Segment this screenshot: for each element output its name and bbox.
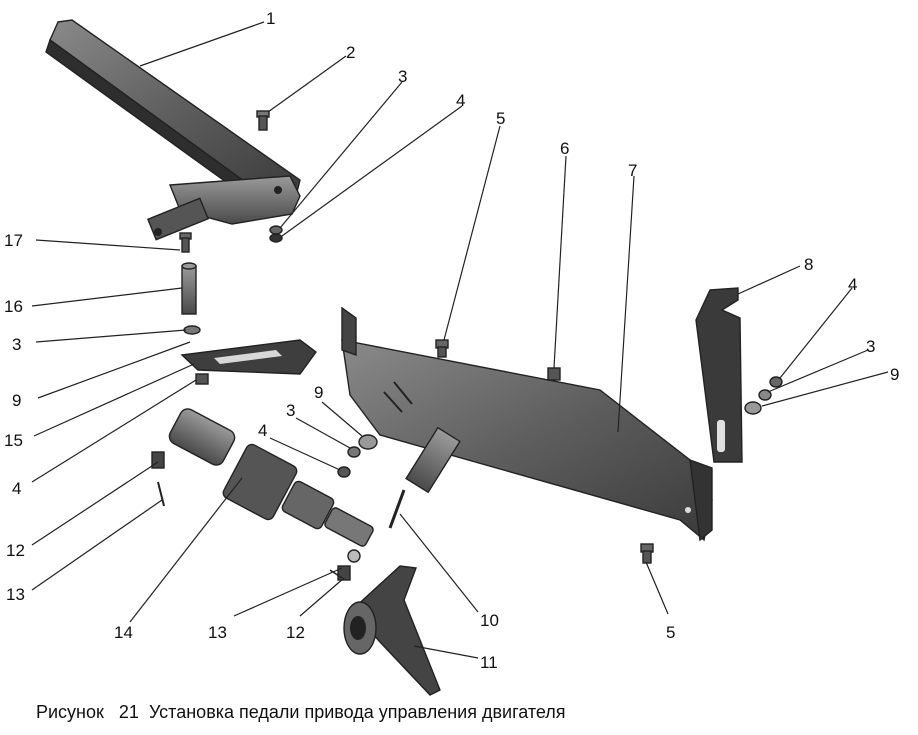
callout-7: 7 (628, 161, 637, 180)
bracket-part (341, 306, 713, 542)
callout-10: 10 (480, 611, 499, 630)
pedal-part (45, 19, 301, 241)
lever-part (343, 565, 441, 696)
slotted-plate-part (180, 339, 317, 375)
bolt-part (256, 110, 270, 131)
figure-caption: Рисунок 21 Установка педали привода упра… (36, 702, 566, 723)
leader-lines (31, 21, 889, 659)
callout-6: 6 (560, 139, 569, 158)
callout-4: 4 (456, 91, 465, 110)
caption-text: Установка педали привода управления двиг… (148, 702, 566, 722)
l-bracket-part (695, 287, 743, 463)
callout-14: 14 (114, 623, 133, 642)
plug-part (151, 451, 165, 469)
callout-9: 9 (12, 391, 21, 410)
callout-13: 13 (208, 623, 227, 642)
washer-part (269, 225, 283, 243)
callout-15: 15 (4, 431, 23, 450)
callout-2: 2 (346, 43, 355, 62)
callout-13: 13 (6, 585, 25, 604)
callout-4: 4 (258, 421, 267, 440)
callout-5: 5 (496, 109, 505, 128)
callout-3: 3 (12, 335, 21, 354)
callout-3: 3 (286, 401, 295, 420)
callout-12: 12 (6, 541, 25, 560)
nut-part (195, 373, 209, 385)
callout-8: 8 (804, 255, 813, 274)
washer-part (337, 434, 378, 478)
callout-9: 9 (314, 383, 323, 402)
pin-part (157, 481, 165, 507)
valve-part (168, 408, 374, 563)
nut-part (547, 367, 561, 381)
callout-9: 9 (890, 365, 899, 384)
bolt-part (435, 339, 449, 358)
callout-4: 4 (848, 275, 857, 294)
callout-3: 3 (398, 67, 407, 86)
pin-part (179, 232, 192, 253)
washer-part (183, 325, 201, 335)
callout-3: 3 (866, 337, 875, 356)
callout-17: 17 (4, 231, 23, 250)
bolt-part (640, 543, 654, 564)
shaft-part (181, 262, 197, 315)
callout-16: 16 (4, 297, 23, 316)
caption-number: 21 (118, 702, 139, 722)
callout-1: 1 (266, 9, 275, 28)
callout-4: 4 (12, 479, 21, 498)
callout-5: 5 (666, 623, 675, 642)
caption-prefix: Рисунок (36, 702, 104, 722)
callouts: 1 2 3 4 5 6 7 8 4 3 9 17 16 3 9 15 4 9 3… (4, 9, 899, 672)
washer-part (744, 376, 783, 415)
callout-12: 12 (286, 623, 305, 642)
callout-11: 11 (480, 653, 498, 672)
rod-part (388, 426, 461, 529)
clip-part (329, 565, 351, 581)
